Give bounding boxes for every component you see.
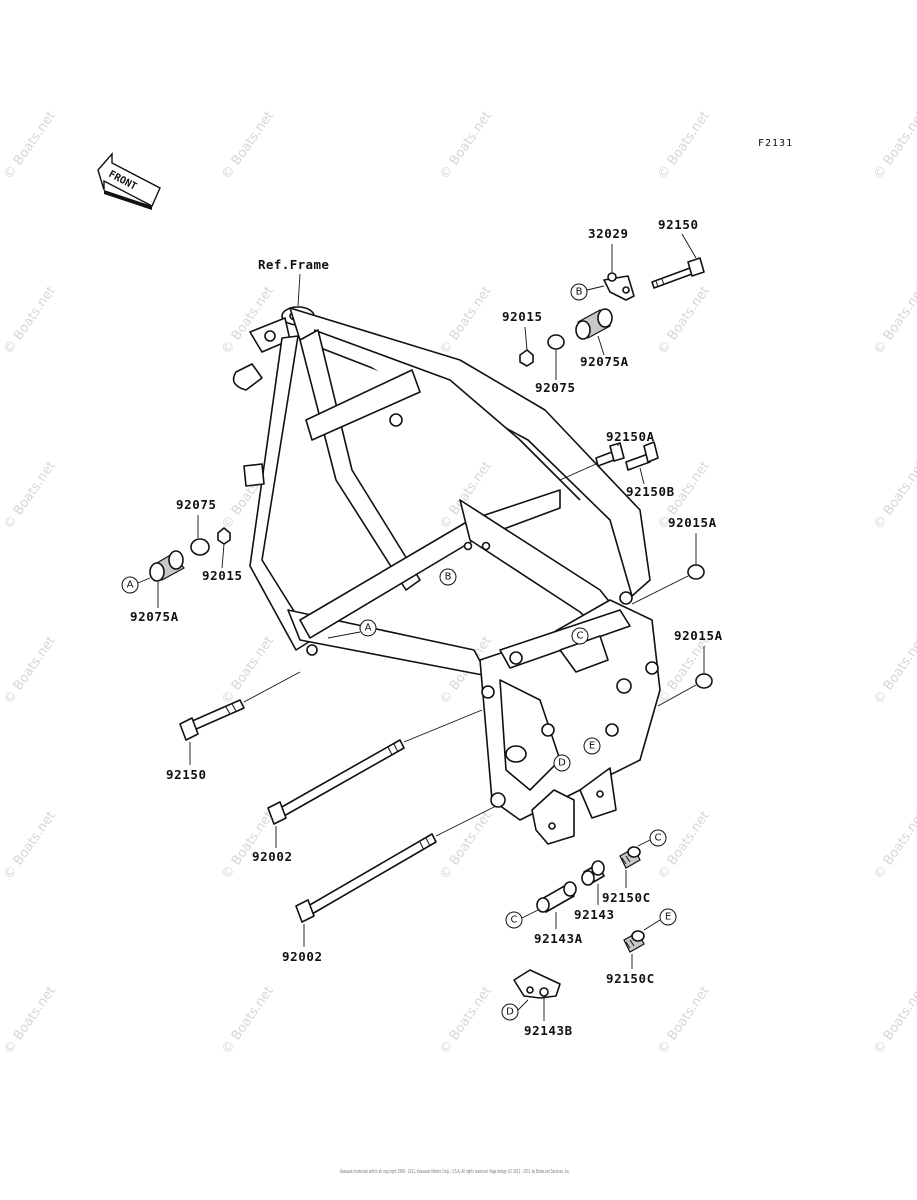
svg-text:C: C — [511, 915, 518, 926]
figure-code: F2131 — [758, 138, 793, 149]
part-92015-top: 92015 — [502, 309, 543, 324]
ref-frame-label: Ref.Frame — [258, 257, 329, 272]
part-92150-left: 92150 — [166, 767, 207, 782]
callout-a-frame: A — [327, 619, 377, 639]
part-92002-lower: 92002 — [282, 949, 323, 964]
callout-e-frame: E — [583, 737, 601, 755]
part-32029: 32029 — [588, 226, 629, 241]
svg-text:A: A — [365, 623, 372, 634]
long-bolt-92002-lower: 92002 — [282, 805, 497, 964]
watermark: © Boats.net — [1, 809, 59, 883]
watermark: © Boats.net — [871, 459, 917, 533]
bracket-32029 — [603, 275, 635, 301]
part-92150C-1: 92150C — [602, 890, 651, 905]
watermark: © Boats.net — [1, 634, 59, 708]
callout-c-frame: C — [571, 627, 589, 645]
callout-b-frame: B — [439, 568, 457, 586]
watermark: © Boats.net — [219, 109, 277, 183]
part-92143B: 92143B — [524, 1023, 573, 1038]
svg-text:E: E — [665, 912, 671, 923]
part-92150C-2: 92150C — [606, 971, 655, 986]
watermark: © Boats.net — [219, 809, 277, 883]
watermark: © Boats.net — [437, 109, 495, 183]
watermark: © Boats.net — [871, 809, 917, 883]
svg-text:D: D — [558, 758, 566, 769]
callout-c-lower — [649, 829, 667, 847]
callout-e-lower — [659, 908, 677, 926]
long-bolt-92002-upper: 92002 — [252, 709, 483, 864]
left-mount-group: 92075 92015 A 92075A — [121, 497, 243, 624]
long-bolt-92150-left: 92150 — [166, 671, 301, 782]
watermark: © Boats.net — [871, 109, 917, 183]
lower-right-group: C 92150C 92143 C 92143A E 92150C D — [501, 829, 677, 1038]
part-92075A-left: 92075A — [130, 609, 179, 624]
part-92150-top: 92150 — [658, 217, 699, 232]
svg-text:C: C — [655, 833, 662, 844]
svg-text:E: E — [589, 741, 595, 752]
part-92075A-top: 92075A — [580, 354, 629, 369]
part-92143: 92143 — [574, 907, 615, 922]
copyright-text: Kawasaki materials within all copyright … — [340, 1169, 570, 1175]
watermark: © Boats.net — [1, 459, 59, 533]
watermark: © Boats.net — [437, 809, 495, 883]
part-92015-left: 92015 — [202, 568, 243, 583]
callout-b-upper — [570, 283, 588, 301]
watermark: © Boats.net — [655, 984, 713, 1058]
watermark: © Boats.net — [871, 284, 917, 358]
svg-text:A: A — [127, 580, 134, 591]
watermark: © Boats.net — [655, 109, 713, 183]
motorcycle-frame — [232, 306, 661, 845]
watermark: © Boats.net — [437, 984, 495, 1058]
part-92150B: 92150B — [626, 484, 675, 499]
callout-a-left — [121, 576, 139, 594]
watermark: © Boats.net — [219, 634, 277, 708]
callout-c-collar — [505, 911, 523, 929]
svg-text:D: D — [506, 1007, 514, 1018]
bolt-group-92150A: 92150A 92150B — [559, 429, 675, 499]
part-92015A-1: 92015A — [668, 515, 717, 530]
svg-text:B: B — [576, 287, 583, 298]
watermark: © Boats.net — [1, 109, 59, 183]
watermark: © Boats.net — [871, 634, 917, 708]
callout-d-lower — [501, 1003, 519, 1021]
nut-group-92015A: 92015A 92015A — [631, 515, 723, 707]
watermark: © Boats.net — [219, 984, 277, 1058]
watermark: © Boats.net — [1, 984, 59, 1058]
upper-mount-group: B 32029 92150 92075A 92075 92015 — [502, 217, 705, 395]
part-92075-left: 92075 — [176, 497, 217, 512]
watermark: © Boats.net — [655, 809, 713, 883]
part-92150A: 92150A — [606, 429, 655, 444]
watermark: © Boats.net — [655, 284, 713, 358]
watermark: © Boats.net — [871, 984, 917, 1058]
front-arrow-icon: FRONT — [97, 152, 161, 210]
watermark: © Boats.net — [1, 284, 59, 358]
svg-text:C: C — [577, 631, 584, 642]
svg-text:B: B — [445, 572, 452, 583]
watermark: © Boats.net — [437, 284, 495, 358]
callout-d-frame: D — [553, 754, 571, 772]
part-92002-upper: 92002 — [252, 849, 293, 864]
part-92075-top: 92075 — [535, 380, 576, 395]
part-92015A-2: 92015A — [674, 628, 723, 643]
part-92143A: 92143A — [534, 931, 583, 946]
